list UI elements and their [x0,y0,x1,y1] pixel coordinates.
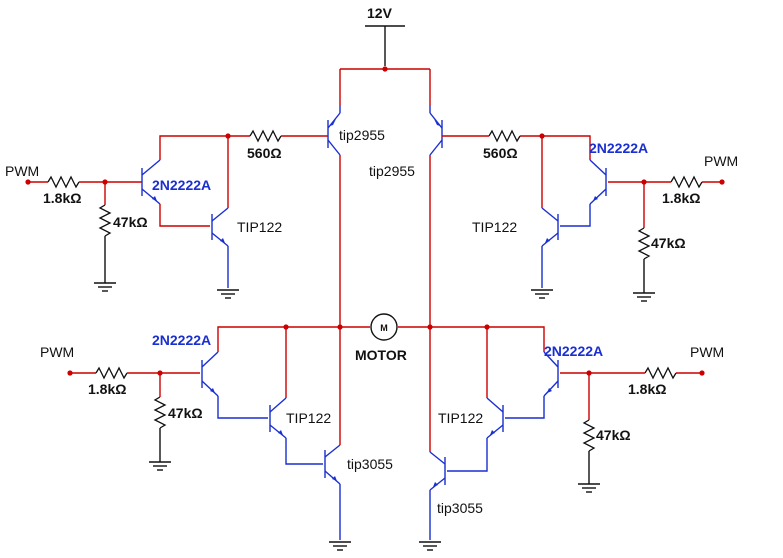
driver-top-right: PWM 1.8kΩ 47kΩ 2N2222A 560Ω [442,129,738,302]
label-q-small-tr: 2N2222A [589,140,648,156]
transistor-high-left: tip2955 [327,106,385,156]
resistor-label-in-bl: 1.8kΩ [88,381,126,397]
resistor-label-in-br: 1.8kΩ [628,381,666,397]
power-rails [337,66,433,445]
resistor-label-pd-tr: 47kΩ [651,235,686,251]
label-q-darl-br: TIP122 [438,410,483,426]
label-q-small-br: 2N2222A [544,343,603,359]
supply-node: 12V [365,5,405,66]
motor-symbol: M [380,323,388,333]
pwm-label-bottom-left: PWM [40,344,74,360]
label-q-darl-tl: TIP122 [237,219,282,235]
driver-top-left: PWM 1.8kΩ 47kΩ 2N2222A 560Ω [5,129,328,299]
resistor-label-pd-tl: 47kΩ [113,214,148,230]
label-q-low-right: tip3055 [437,500,483,516]
resistor-label-in-tr: 1.8kΩ [662,190,700,206]
motor-label: MOTOR [355,347,407,363]
label-q-small-tl: 2N2222A [152,177,211,193]
supply-label: 12V [367,5,393,21]
label-q-low-left: tip3055 [347,456,393,472]
resistor-label-in-tl: 1.8kΩ [43,190,81,206]
motor: M MOTOR [355,313,407,363]
label-q-high-left: tip2955 [339,127,385,143]
label-q-darl-tr: TIP122 [472,219,517,235]
resistor-label-pd-br: 47kΩ [596,427,631,443]
driver-bottom-left: PWM 1.8kΩ 47kΩ 2N2222A TIP122 [40,324,393,551]
label-q-darl-bl: TIP122 [286,410,331,426]
transistor-high-right: tip2955 [369,106,443,179]
resistor-label-base-tl: 560Ω [247,145,282,161]
resistor-label-pd-bl: 47kΩ [168,405,203,421]
pwm-label-top-right: PWM [704,153,738,169]
driver-bottom-right: PWM 1.8kΩ 47kΩ 2N2222A TIP122 [419,324,724,551]
label-q-high-right: tip2955 [369,163,415,179]
pwm-label-top-left: PWM [5,163,39,179]
label-q-small-bl: 2N2222A [152,332,211,348]
pwm-label-bottom-right: PWM [690,344,724,360]
resistor-label-base-tr: 560Ω [483,145,518,161]
